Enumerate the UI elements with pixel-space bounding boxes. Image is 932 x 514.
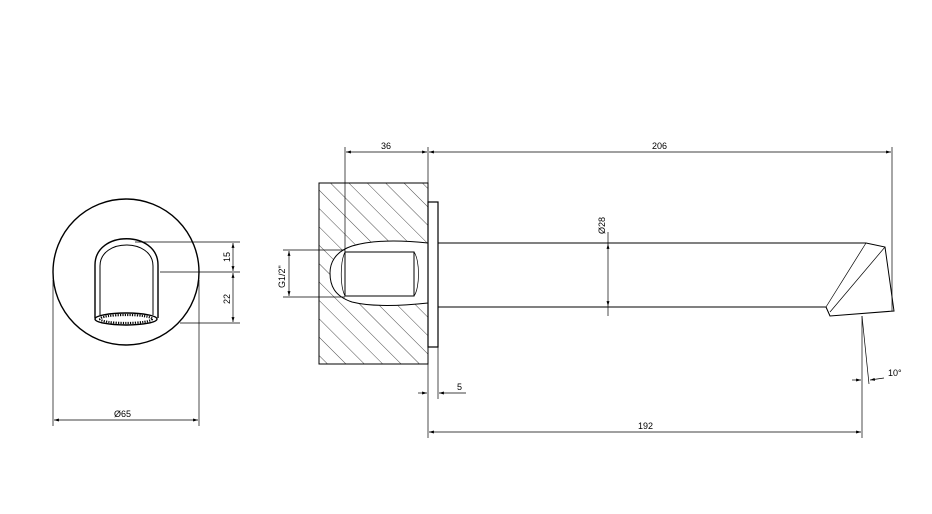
spout-body <box>437 242 895 317</box>
spout-front-outline <box>94 238 159 318</box>
wall-depth-label: 36 <box>381 141 391 151</box>
angle-label: 10° <box>888 368 902 378</box>
aerator-outline <box>94 312 158 326</box>
front-view: Ø65 15 22 <box>52 198 240 426</box>
spout-diameter-label: Ø28 <box>597 217 607 234</box>
overall-length-label: 206 <box>652 141 667 151</box>
spout-length-label: 192 <box>638 421 653 431</box>
flange-diameter-label: Ø65 <box>114 409 131 419</box>
flange-thickness-label: 5 <box>457 382 462 392</box>
spout-front-inner <box>99 244 154 315</box>
thread-connector <box>344 251 415 297</box>
bottom-offset-label: 22 <box>222 294 232 304</box>
thread-label: G1/2" <box>277 265 287 288</box>
flange-side <box>427 201 439 348</box>
aerator-mesh <box>98 313 154 325</box>
top-offset-label: 15 <box>222 252 232 262</box>
side-view: G1/2" 36 206 Ø28 5 192 10° <box>277 141 902 438</box>
